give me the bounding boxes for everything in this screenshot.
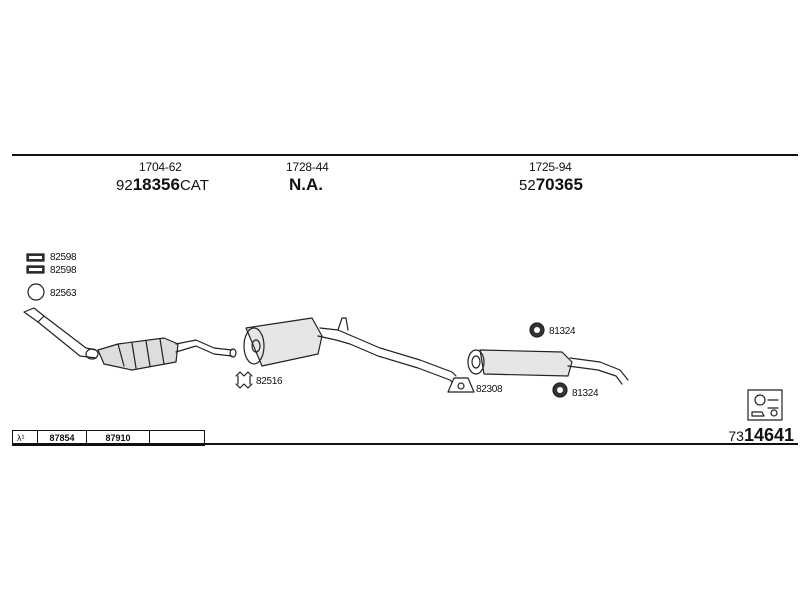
group3-number: 70365 [535,175,583,194]
label-mount-bottom[interactable]: 81324 [572,388,599,399]
lambda-cell-3 [150,431,204,445]
bottom-rule [12,443,798,445]
lambda-table: λ¹ 87854 87910 [12,430,205,446]
gasket-icon [26,265,45,274]
group3-partno[interactable]: 5270365 [519,175,583,195]
label-mount-top[interactable]: 81324 [549,326,576,337]
label-gasket-a[interactable]: 82598 [50,252,77,263]
rear-silencer [467,349,629,385]
group1-prefix: 92 [116,177,133,194]
front-pipe-catalyst [23,307,237,371]
group2-na: N.A. [289,175,323,194]
footer-code[interactable]: 7314641 [728,425,794,446]
group3-prefix: 52 [519,177,536,194]
label-gasket-b[interactable]: 82598 [50,265,77,276]
lambda-cell-2[interactable]: 87910 [87,431,150,445]
top-rule [12,154,798,156]
label-rubber-hanger[interactable]: 82308 [476,384,503,395]
group1-partno[interactable]: 9218356CAT [116,175,209,195]
mount-icon [552,382,568,398]
group3-code: 1725-94 [529,160,572,174]
gasket-icon [26,253,45,262]
group1-code: 1704-62 [139,160,182,174]
label-ring[interactable]: 82563 [50,288,77,299]
middle-silencer [243,317,457,385]
footer-number: 14641 [743,425,794,445]
group1-suffix: CAT [179,177,209,194]
mount-icon [529,322,545,338]
fitting-kit-icon[interactable] [747,389,783,421]
ring-icon [27,283,45,301]
group2-code: 1728-44 [286,160,329,174]
label-clamp[interactable]: 82516 [256,376,283,387]
lambda-cell-1[interactable]: 87854 [38,431,87,445]
lambda-symbol: λ¹ [13,431,38,445]
footer-prefix: 73 [728,428,744,444]
group1-number: 18356 [132,175,180,194]
clamp-icon [235,371,253,389]
rubber-hanger-icon [447,377,475,393]
